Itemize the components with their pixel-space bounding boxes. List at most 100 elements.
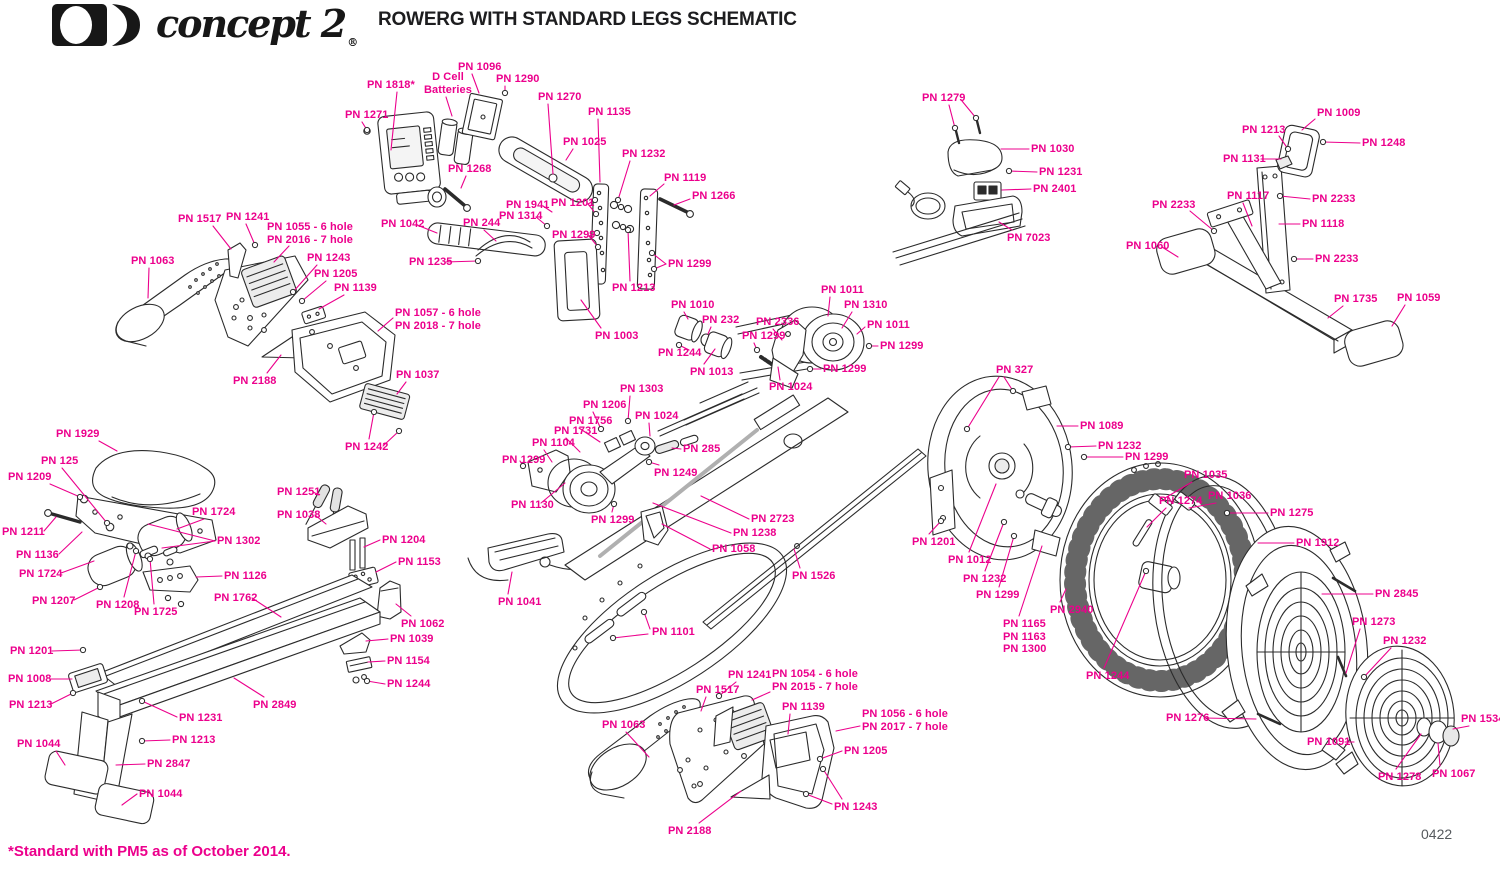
part-label: PN 1009: [1317, 107, 1361, 119]
leader-line: [98, 440, 118, 452]
fastener-dot: [963, 425, 971, 433]
fastener-dot: [146, 555, 154, 563]
leader-line: [149, 558, 155, 605]
leader-line: [547, 103, 554, 175]
leader-line: [617, 160, 631, 201]
part-label: PN 1238: [733, 527, 777, 539]
pivot-plates: [589, 183, 694, 290]
leader-line: [141, 700, 178, 718]
leader-line: [1059, 588, 1067, 603]
fastener-dot: [251, 241, 259, 249]
part-label: PN 1136: [16, 549, 59, 561]
leader-line: [292, 264, 318, 293]
leader-line: [787, 713, 791, 735]
part-label: PN 1232: [1383, 635, 1427, 647]
leader-line: [312, 491, 320, 496]
leader-line: [805, 793, 833, 805]
part-label: PN 244: [463, 217, 501, 229]
leader-line: [597, 118, 601, 183]
part-label: PN 1208: [96, 599, 140, 611]
part-label: PN 1119: [664, 172, 707, 184]
leader-line: [266, 354, 282, 374]
fastener-dot: [594, 243, 602, 251]
leader-line: [718, 681, 737, 697]
part-label: PN 1213: [172, 734, 216, 746]
leader-line: [671, 447, 682, 450]
fastener-dot: [132, 547, 140, 555]
part-label: PN 1278: [1378, 771, 1422, 783]
part-label: PN 1243: [834, 801, 878, 813]
fastener-dot: [640, 608, 648, 616]
leader-line: [483, 229, 497, 242]
part-label: PN 1235: [409, 256, 453, 268]
leader-line: [542, 205, 553, 213]
leader-line: [578, 427, 601, 443]
chain: [657, 381, 760, 437]
fastener-dot: [648, 249, 656, 257]
handle-hook: [553, 238, 601, 322]
fastener-dot: [937, 517, 945, 525]
fastener-dot: [610, 500, 618, 508]
part-label: PN 1201: [551, 197, 595, 209]
frame-beams: [556, 394, 927, 714]
fastener-dot: [76, 493, 84, 501]
part-label: PN 1731: [554, 425, 598, 437]
part-label: PN 1008: [8, 673, 52, 685]
part-label: PN 1299: [823, 363, 867, 375]
leader-line: [707, 326, 712, 335]
part-label: PN 1209: [8, 471, 52, 483]
leader-line: [1188, 502, 1217, 509]
part-label: PN 1299: [1125, 451, 1169, 463]
part-label: PN 1201: [912, 536, 956, 548]
leader-line: [751, 691, 771, 701]
fastener-dot: [138, 697, 146, 705]
part-label: PN 1276: [1166, 712, 1210, 724]
part-label: PN 1232: [963, 573, 1007, 585]
leader-line: [819, 750, 843, 760]
part-label: PN 1299: [591, 514, 635, 526]
part-label: PN 1067: [1432, 768, 1476, 780]
bungee-hook: [467, 533, 586, 582]
leader-line: [998, 535, 1015, 588]
leader-line: [1146, 507, 1167, 528]
fastener-dot: [1009, 387, 1017, 395]
part-label: PN 1251: [277, 486, 321, 498]
part-label: PN 1118: [1302, 218, 1345, 230]
part-label: PN 2233: [1315, 253, 1359, 265]
part-label: PN 1232: [622, 148, 666, 160]
part-label: PN 1153: [398, 556, 441, 568]
leader-line: [1345, 628, 1361, 674]
leader-line: [1067, 445, 1097, 448]
leader-layer: [43, 73, 1470, 824]
fastener-dot: [1290, 255, 1298, 263]
leader-line: [251, 597, 282, 618]
leader-line: [543, 449, 553, 463]
leader-line: [856, 326, 866, 335]
fastener-dot: [289, 288, 297, 296]
part-label: PN 1117: [1227, 190, 1270, 202]
fastener-dot: [802, 790, 810, 798]
fastener-dot: [593, 229, 601, 237]
part-label: PN 1724: [192, 506, 236, 518]
leader-line: [984, 521, 1005, 572]
part-label: PN 1041: [498, 596, 542, 608]
concept2-logo-mark: [52, 4, 140, 46]
leader-line: [51, 649, 84, 652]
part-label: PN 1010: [671, 299, 715, 311]
leader-line: [1437, 742, 1441, 767]
fastener-dot: [519, 462, 527, 470]
leader-line: [1391, 304, 1406, 327]
rear-leg-assembly: [1156, 124, 1404, 367]
part-label: PN 1139: [782, 701, 825, 713]
part-label: PN 1268: [448, 163, 492, 175]
leader-line: [673, 198, 691, 206]
leader-line: [314, 514, 327, 525]
part-label: PN 1201: [10, 645, 54, 657]
fastener-dot: [819, 765, 827, 773]
leader-line: [700, 495, 750, 520]
brand-text: concept 2: [156, 1, 347, 46]
monorail: [44, 574, 381, 825]
